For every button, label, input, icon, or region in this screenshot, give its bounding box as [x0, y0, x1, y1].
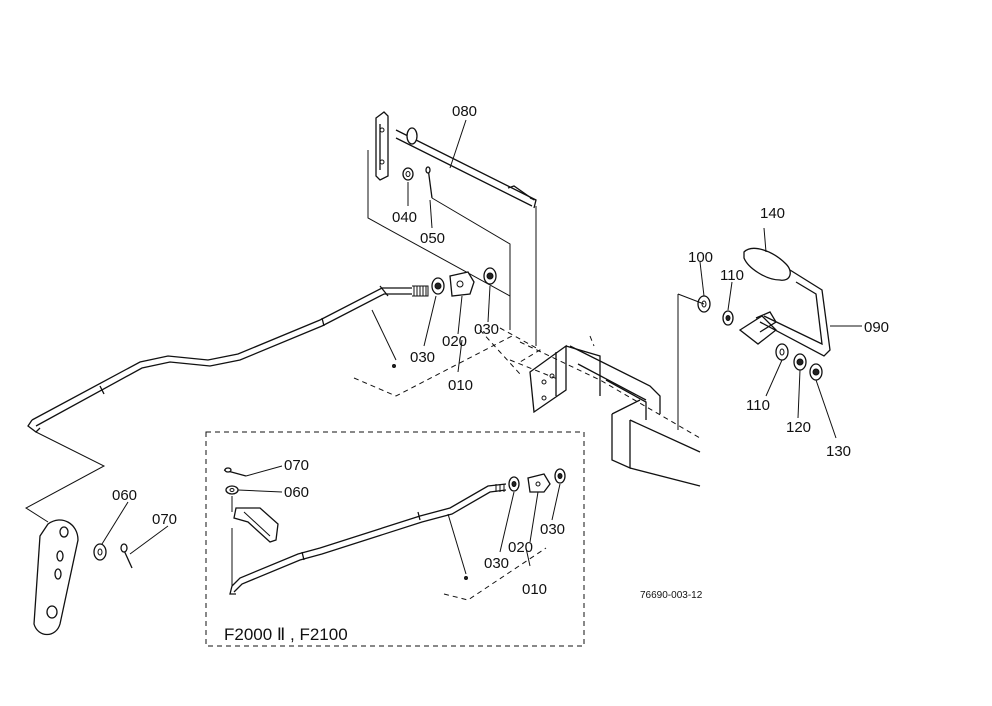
assembly-dash-1: [353, 335, 513, 397]
grip-140: [743, 247, 791, 281]
callout-030-inset-left: 030: [484, 555, 509, 572]
link-plate: [33, 519, 79, 636]
cotter-pin-050: [425, 166, 433, 199]
callout-120: 120: [786, 419, 811, 436]
callout-010-inset: 010: [522, 581, 547, 598]
inset-title: F2000 Ⅱ , F2100: [224, 625, 348, 644]
inset-bracket: [233, 507, 279, 543]
inset-frame: [205, 431, 585, 647]
assembly-line-2: [431, 197, 511, 296]
callout-130: 130: [826, 443, 851, 460]
main-frame-bracket: [509, 335, 701, 487]
washer-060-main: [93, 543, 107, 561]
callout-110-lower: 110: [746, 397, 770, 414]
inset-pin-070: [223, 467, 247, 477]
callout-060-inset: 060: [284, 484, 309, 501]
callout-140: 140: [760, 205, 785, 222]
inset-control-rod: [229, 483, 507, 595]
assembly-line-link: [25, 431, 106, 523]
callout-020-upper: 020: [442, 333, 467, 350]
callout-050: 050: [420, 230, 445, 247]
callout-110-upper: 110: [720, 267, 744, 284]
drawing-code: 76690-003-12: [640, 590, 703, 601]
callout-030-upper-left: 030: [410, 349, 435, 366]
callout-030-upper-right: 030: [474, 321, 499, 338]
control-rod-upper: [27, 285, 429, 433]
upper-bracket: [375, 111, 389, 181]
assembly-line-1: [367, 150, 511, 330]
washer-110-upper: [722, 310, 734, 326]
assembly-dash-2: [499, 327, 542, 363]
callout-080: 080: [452, 103, 477, 120]
callout-020-inset: 020: [508, 539, 533, 556]
inset-clevis-020: [527, 473, 551, 493]
inset-washer-060: [225, 485, 239, 495]
lever-090: [738, 269, 831, 357]
washer-110-lower: [775, 343, 789, 361]
cotter-pin-070-main: [120, 543, 133, 569]
clevis-020: [449, 271, 475, 297]
spring-washer-120: [793, 353, 807, 371]
callout-100: 100: [688, 249, 713, 266]
assembly-line-right-2: [677, 293, 705, 305]
washer-040: [402, 167, 414, 181]
shaft-080: [395, 127, 537, 209]
callout-060-main: 060: [112, 487, 137, 504]
callout-010-upper: 010: [448, 377, 473, 394]
nut-030-left: [431, 277, 445, 295]
callout-070-inset: 070: [284, 457, 309, 474]
callout-090: 090: [864, 319, 889, 336]
assembly-dash-3: [479, 329, 521, 375]
inset-nut-030-left: [508, 476, 520, 492]
nut-030-right: [483, 267, 497, 285]
inset-nut-030-right: [554, 468, 566, 484]
callout-040: 040: [392, 209, 417, 226]
callout-030-inset-right: 030: [540, 521, 565, 538]
callout-070-main: 070: [152, 511, 177, 528]
nut-130: [809, 363, 823, 381]
